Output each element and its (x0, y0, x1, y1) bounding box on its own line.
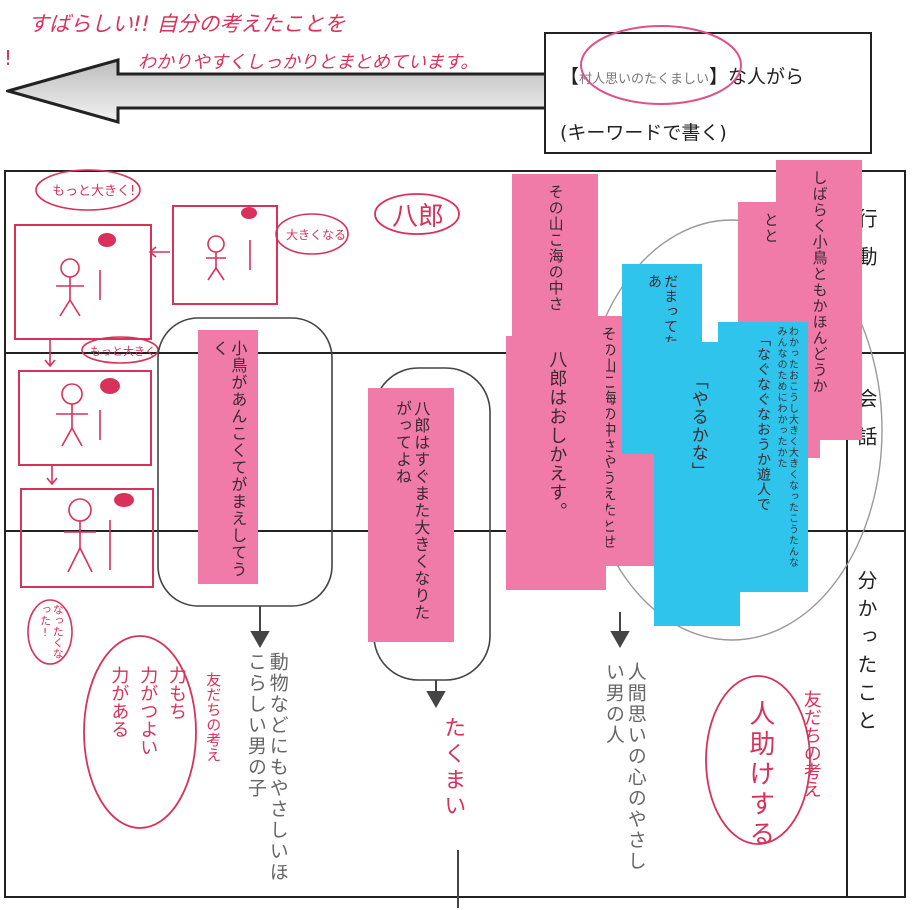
instruction-text: (キーワードで書く) (560, 122, 727, 144)
friend-thought-left-label: 友だちの考え (204, 672, 223, 762)
comic-panel-2 (172, 205, 278, 305)
row-label-understood: 分かったこと (854, 570, 878, 738)
exclamation-mark: ! (4, 46, 13, 70)
keyword-circle-mark (580, 25, 742, 105)
teacher-comment-line1: すばらしい!! 自分の考えたことを (28, 12, 346, 36)
friend-thought-right-text: 人助けする (744, 700, 775, 850)
friend-item-1: 力もち (166, 666, 187, 720)
title-box: 【村人思いのたくましい】な人がら (キーワードで書く) (544, 32, 872, 154)
comic-bubble-4: なったくなった! (38, 604, 65, 659)
blue-note-c: 「なぐなぐなおうか遊人で (718, 322, 808, 592)
keyword-text: 村人思いのたくましい (579, 72, 710, 87)
character-name: 八郎 (392, 202, 445, 232)
pink-note-c: 八郎はおしかえす。 (506, 336, 606, 590)
comic-bubble-3: もっと大きく (90, 345, 156, 358)
label-column-divider (846, 170, 848, 898)
conclusion-3: 人間思いの心のやさしい男の人 (602, 662, 647, 872)
friend-item-3: 力がある (108, 666, 130, 738)
pink-note-col1: 小鳥があんこくてがまえしてうく (198, 330, 258, 584)
friend-thought-left-items: 力もち 力がつよい 力がある (108, 666, 190, 806)
conclusion-1: 動物などにもやさしいほこらしい男の子 (244, 652, 289, 883)
comic-panel-4 (20, 488, 154, 588)
pink-note-col2: 八郎はすぐまた大きくなりたがってよね (368, 388, 454, 642)
friend-item-2: 力がつよい (137, 666, 159, 756)
grid-line-1 (4, 352, 906, 354)
main-grid (4, 170, 906, 898)
blue-note-d: わかったおこうし大きく大きくなったこうたんなみんなのためにわかったかた (775, 326, 798, 568)
comic-panel-1 (14, 224, 152, 340)
character-name-circle (374, 193, 460, 235)
conclusion-2: たくまい (440, 716, 466, 820)
teacher-comment-line2: わかりやすくしっかりとまとめています。 (138, 52, 479, 73)
grid-line-2 (4, 530, 906, 532)
comic-bubble-1: もっと大きく! (52, 184, 136, 199)
comic-bubble-2: 大きくなる (286, 228, 347, 242)
comic-panel-3 (18, 370, 152, 466)
friend-thought-right-label: 友だちの考え (800, 690, 822, 798)
keyword-bracket-left: 【 (560, 66, 580, 88)
teacher-comment: すばらしい!! 自分の考えたことを わかりやすくしっかりとまとめています。 (28, 8, 478, 74)
